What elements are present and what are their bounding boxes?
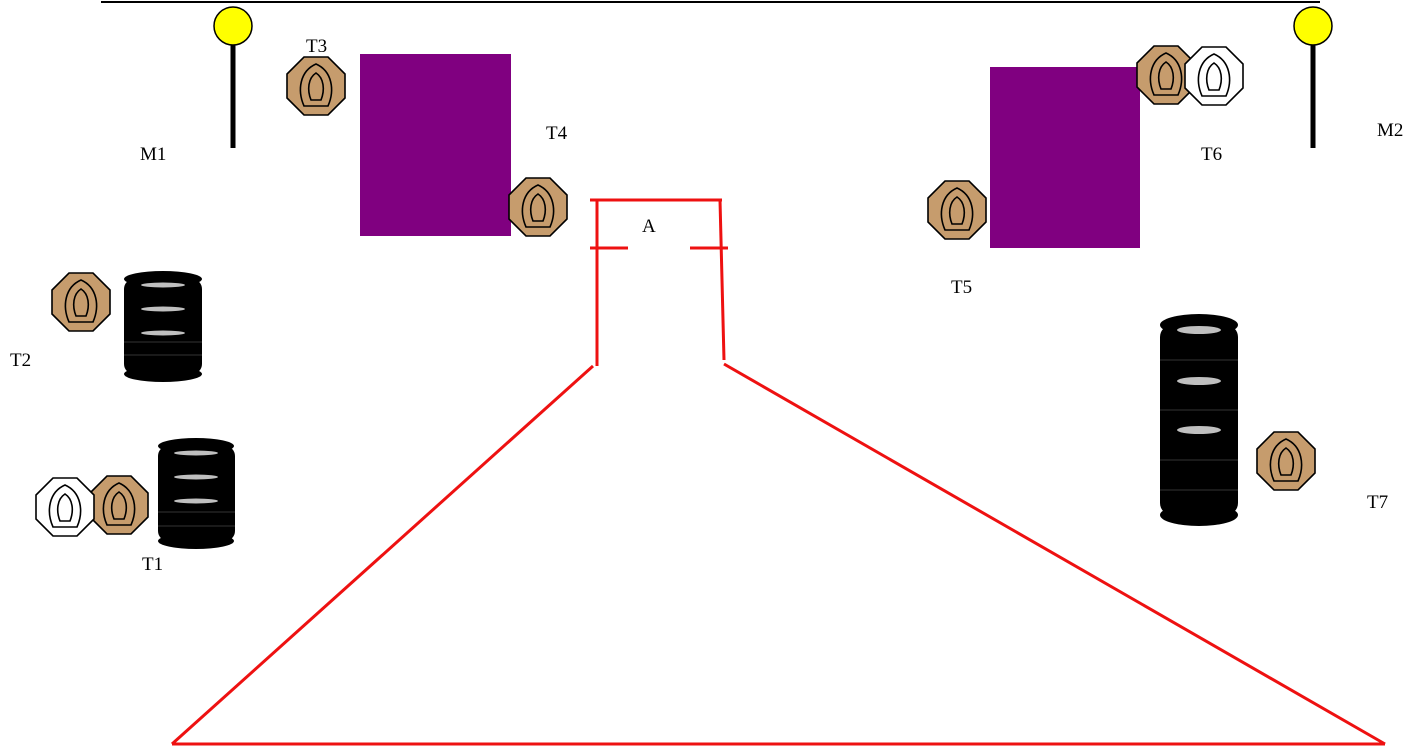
label-start-area: A bbox=[642, 216, 656, 237]
barrel-stack-t7 bbox=[1160, 314, 1238, 526]
label-m2: M2 bbox=[1377, 120, 1403, 141]
yellow-popper-icon bbox=[1293, 6, 1333, 46]
label-m1: M1 bbox=[140, 144, 166, 165]
barrel-stack-t2 bbox=[124, 271, 202, 382]
shoot-target-t5 bbox=[927, 180, 987, 240]
label-t2: T2 bbox=[10, 350, 31, 371]
mini-popper-m2 bbox=[1293, 6, 1333, 148]
shoot-target-t3 bbox=[286, 56, 346, 116]
shoot-target-t1 bbox=[89, 475, 149, 535]
shoot-target-t4 bbox=[508, 177, 568, 237]
fault-lines bbox=[170, 198, 1386, 746]
label-t7: T7 bbox=[1367, 492, 1388, 513]
no-shoot-target-t1 bbox=[35, 477, 95, 537]
yellow-popper-icon bbox=[213, 6, 253, 46]
shoot-target-t7 bbox=[1256, 431, 1316, 491]
no-shoot-target-t6 bbox=[1184, 46, 1244, 106]
label-t3: T3 bbox=[306, 36, 327, 57]
wall-right bbox=[990, 67, 1140, 248]
mini-popper-m1 bbox=[213, 6, 253, 148]
label-t6: T6 bbox=[1201, 144, 1222, 165]
label-t4: T4 bbox=[546, 123, 568, 144]
wall-left bbox=[360, 54, 511, 236]
shoot-target-t2 bbox=[51, 272, 111, 332]
barrel-stack-t1 bbox=[158, 438, 235, 549]
label-t1: T1 bbox=[142, 554, 163, 575]
label-t5: T5 bbox=[951, 277, 972, 298]
